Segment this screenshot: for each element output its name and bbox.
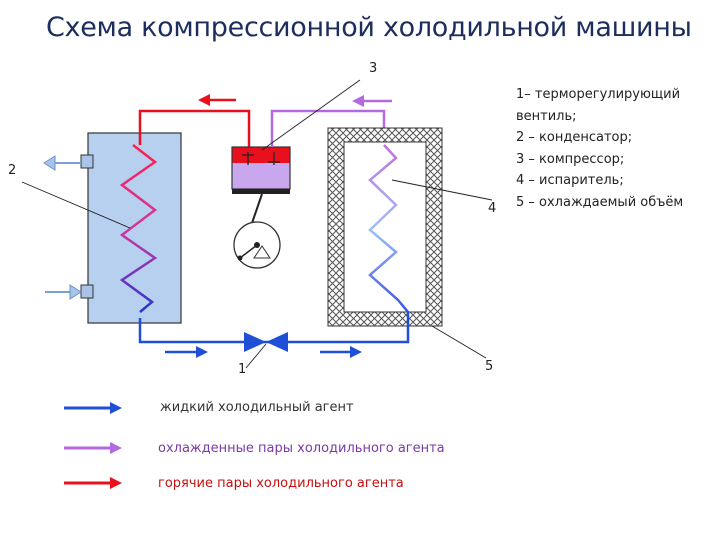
label-volume-number: 5 [485, 359, 494, 374]
component-list-line: 4 – испаритель; [516, 173, 624, 188]
expansion-valve [244, 332, 288, 352]
component-list-line: 2 – конденсатор; [516, 130, 633, 145]
water-out-arrow [43, 155, 81, 171]
component-list-line: 5 – охлаждаемый объём [516, 194, 684, 210]
key-liquid-arrow [64, 402, 122, 414]
key-cold-vapor-arrow [64, 442, 122, 454]
hot-vapor-line [138, 94, 251, 147]
page-title: Схема компрессионной холодильной машины [46, 12, 692, 43]
label-valve-number: 1 [238, 362, 247, 377]
label-condenser-number: 2 [8, 163, 17, 178]
label-evaporator-number: 4 [488, 201, 497, 216]
key-liquid-label: жидкий холодильный агент [160, 400, 354, 415]
compressor [231, 146, 291, 269]
water-in-arrow [45, 284, 82, 300]
key-cold-vapor-label: охлажденные пары холодильного агента [158, 441, 445, 456]
condenser [80, 132, 182, 324]
label-compressor-number: 3 [369, 61, 378, 76]
cooled-volume [327, 127, 443, 327]
component-list-line: 1– терморегулирующий [516, 87, 681, 102]
key-hot-vapor-arrow [64, 477, 122, 489]
component-list-line: вентиль; [516, 108, 577, 124]
component-list: 1– терморегулирующий вентиль; 2 – конден… [516, 84, 683, 213]
condenser-coil [119, 144, 158, 313]
evaporator-coil [368, 144, 409, 313]
key-hot-vapor-label: горячие пары холодильного агента [158, 476, 404, 491]
leader-lines [21, 79, 493, 369]
component-list-line: 3 – компрессор; [516, 151, 625, 167]
